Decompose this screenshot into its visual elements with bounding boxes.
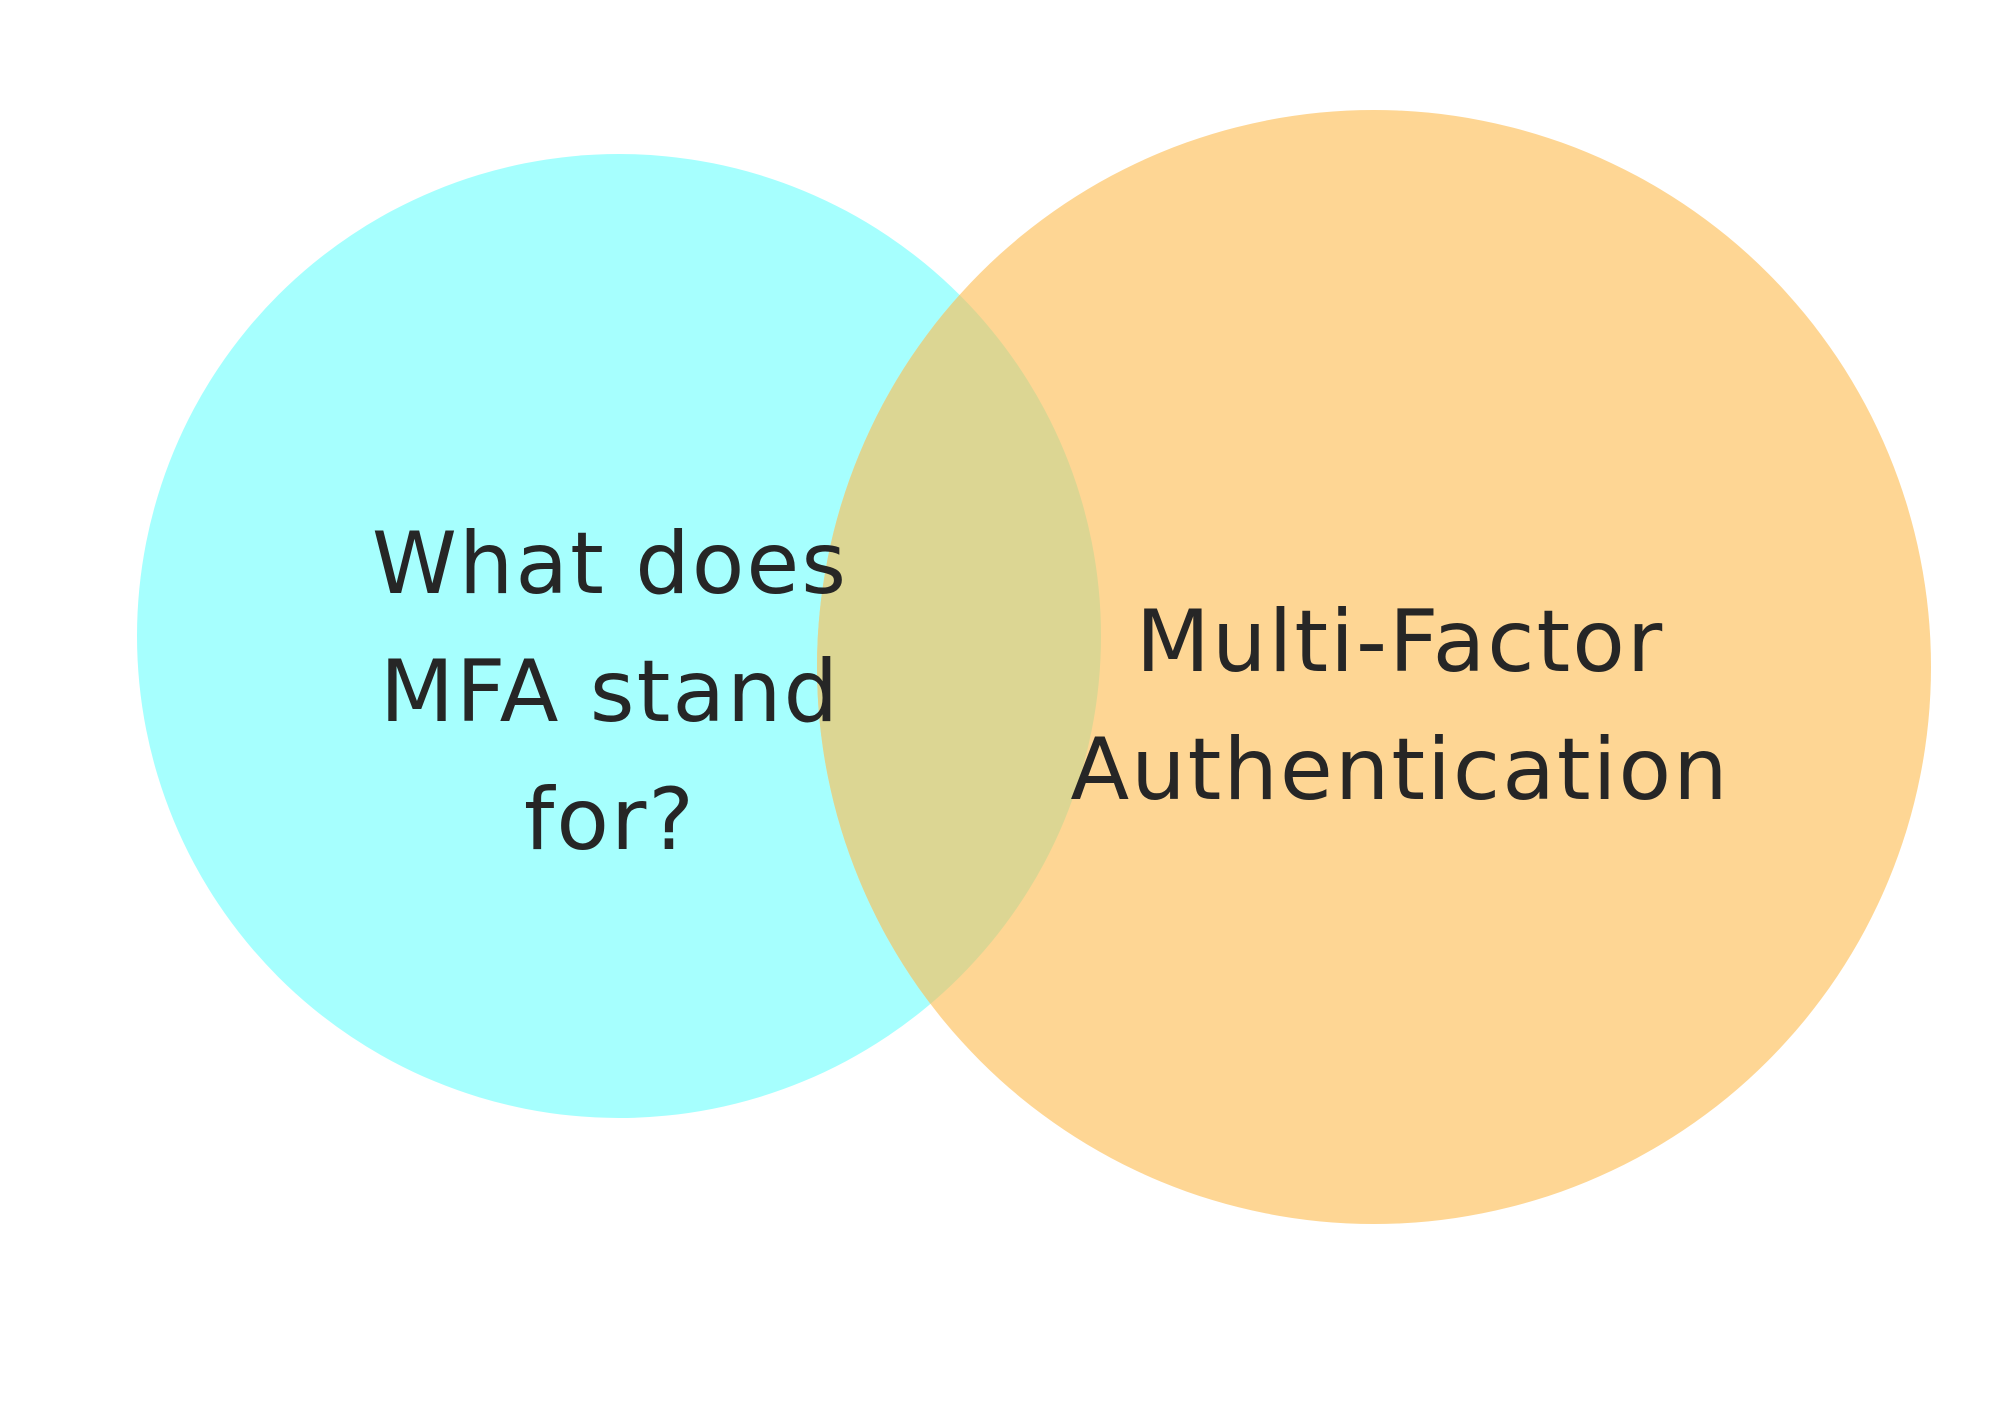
left-text-line: What does — [371, 514, 849, 614]
right-circle — [817, 110, 1931, 1224]
right-text-line: Multi-Factor — [1135, 592, 1665, 692]
right-circle-text: Multi-Factor Authentication — [1060, 578, 1740, 834]
right-text-line: Authentication — [1070, 720, 1730, 820]
left-text-line: MFA stand — [379, 642, 841, 742]
left-text-line: for? — [524, 770, 696, 870]
left-circle-text: What does MFA stand for? — [330, 500, 890, 884]
